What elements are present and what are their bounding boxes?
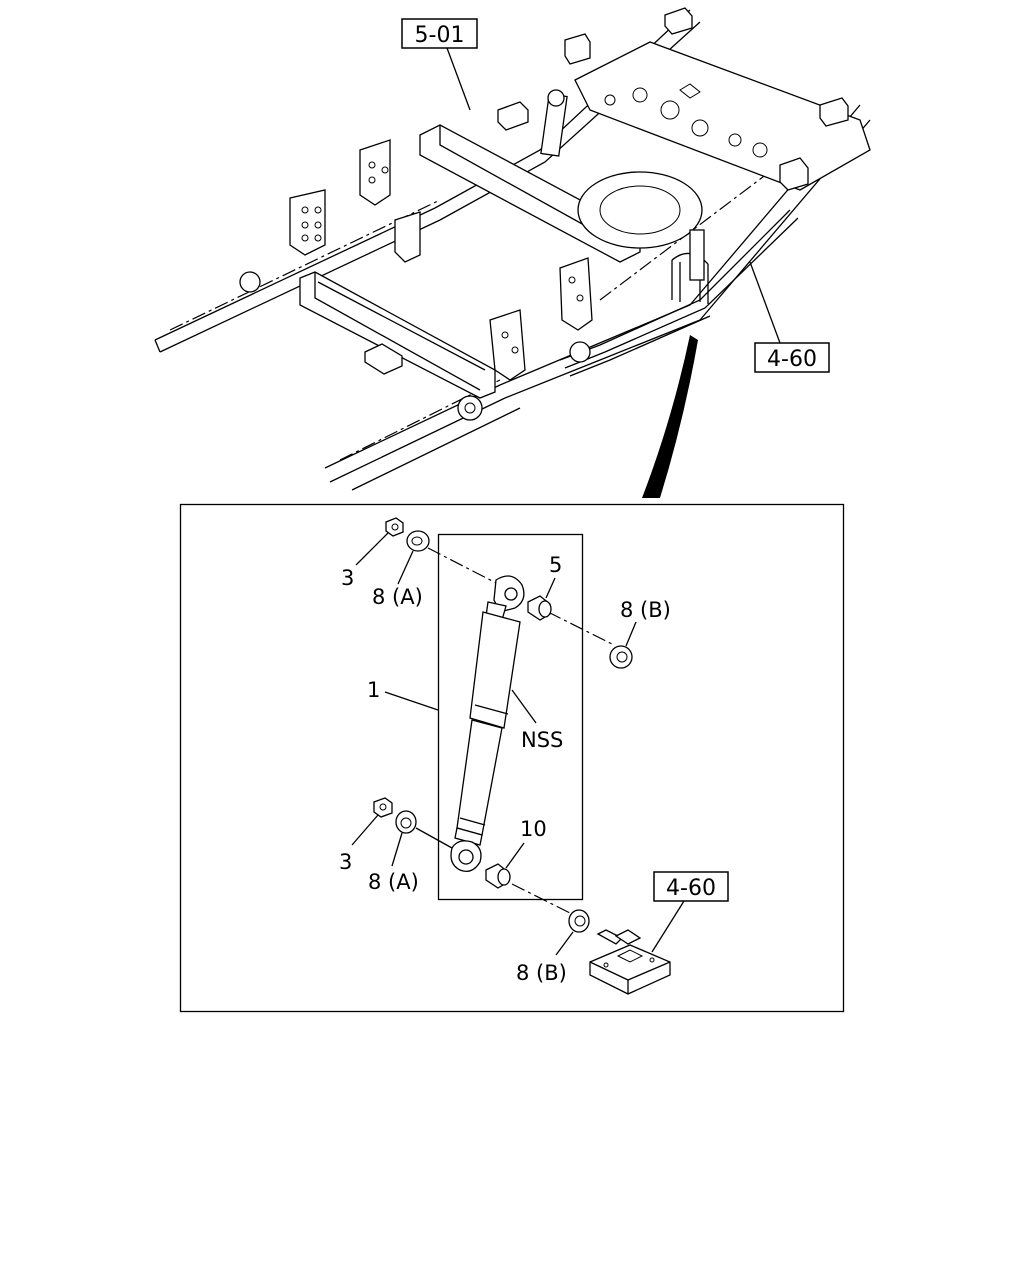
leader-nut-upper [355,532,389,566]
ref-frame-group: 5-01 [401,18,478,111]
ref-frame-label: 5-01 [415,23,465,48]
ref-spring-top-label: 4-60 [767,347,817,372]
callout-washer-b-lower: 8 (B) [516,961,567,985]
ref-spring-bottom-label: 4-60 [666,876,716,901]
leader-washer-b-upper [625,621,637,647]
frame-bracket [394,211,421,263]
callout-nss: NSS [521,728,563,752]
spring-plate-bracket [589,929,671,995]
ref-spring-top-group: 4-60 [749,261,830,373]
frame-bracket [289,189,326,256]
ref-spring-bottom-group: 4-60 [651,871,729,953]
leader-washer-b-lower [555,931,574,956]
leader-washer-a-lower [391,832,403,867]
washer-a-upper [406,530,430,552]
assembly-line [547,611,615,646]
callout-shock-absorber: 1 [367,678,380,702]
nut-lower [373,797,393,818]
frame-bracket [359,139,391,206]
frame-bracket [559,257,593,331]
callout-washer-a-upper: 8 (A) [372,585,423,609]
shock-assembly-outline [437,533,584,901]
frame-bracket [489,309,526,381]
callout-nut-lower: 3 [339,850,352,874]
bushing-lower [485,863,511,889]
bushing-upper [527,595,552,621]
chassis-frame-illustration [154,7,871,498]
leader-bushing-lower [505,842,525,869]
assembly-line [427,547,501,586]
leader-nut-lower [351,814,379,846]
callout-washer-a-lower: 8 (A) [368,870,419,894]
callout-washer-b-upper: 8 (B) [620,598,671,622]
shock-absorber [450,575,525,873]
detail-frame [179,503,845,1013]
leader-bushing-upper [545,577,556,599]
nut-upper [385,517,404,537]
zoom-pointer [642,335,698,498]
washer-b-upper [609,645,633,669]
washer-b-lower [568,909,590,933]
callout-bushing-lower: 10 [520,817,547,841]
callout-bushing-upper: 5 [549,553,562,577]
assembly-line [511,883,575,916]
leader-shock [384,691,439,711]
leader-nss [511,689,537,724]
washer-a-lower [395,810,417,834]
leader-washer-a-upper [397,550,414,585]
callout-nut-upper: 3 [341,566,354,590]
